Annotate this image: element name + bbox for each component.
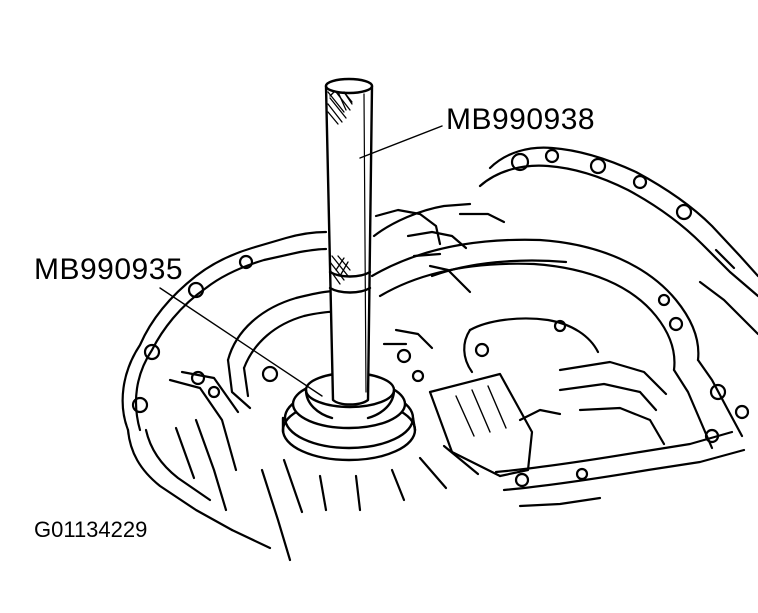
leader-line-handle	[359, 125, 443, 159]
installer-tool	[281, 371, 417, 462]
transmission-case	[121, 146, 758, 562]
callout-label-handle: MB990938	[446, 103, 596, 136]
handle-tool	[324, 77, 374, 406]
figure-code: G01134229	[34, 517, 148, 542]
leader-line-installer	[159, 287, 323, 397]
callout-label-installer: MB990935	[34, 253, 184, 286]
leader-lines	[159, 125, 443, 397]
